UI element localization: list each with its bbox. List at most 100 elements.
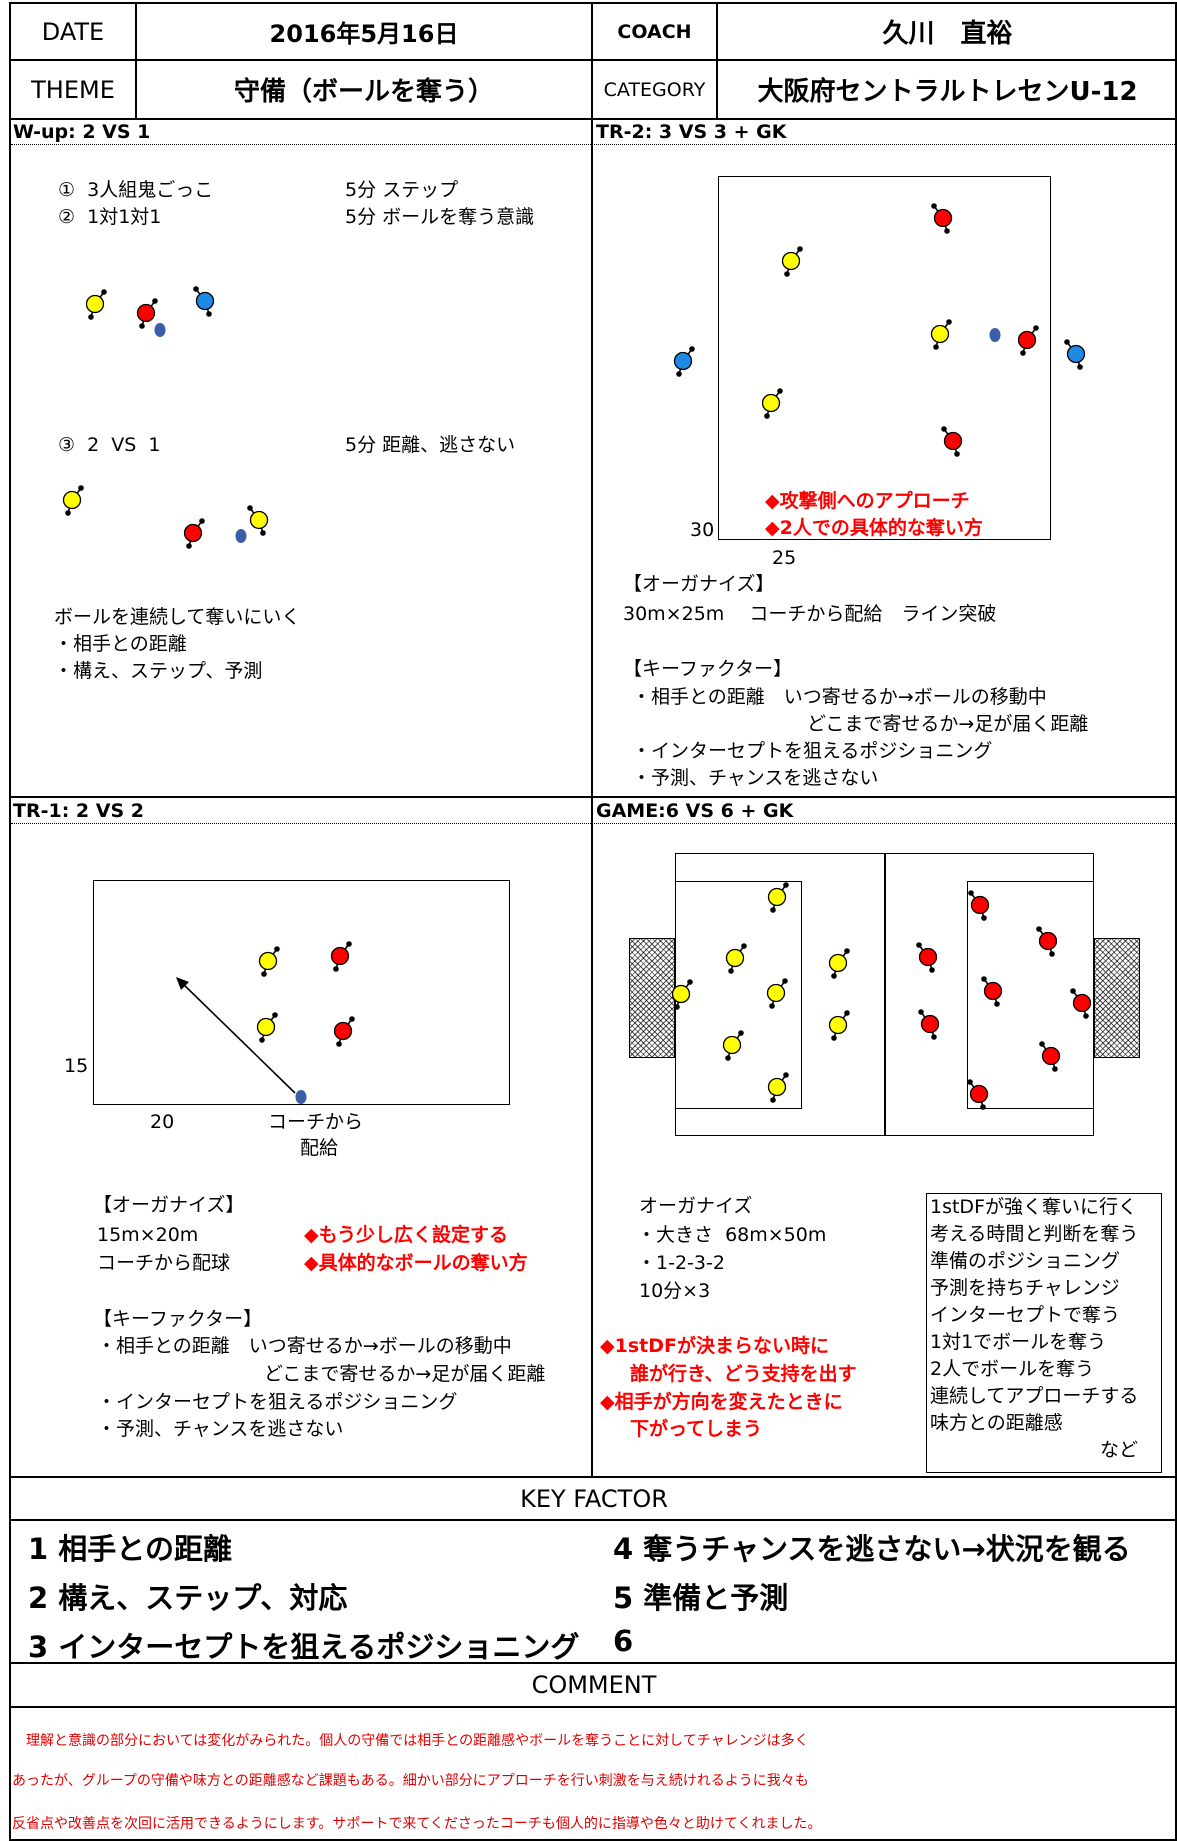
- tr2-title: TR-2: 3 VS 3 + GK: [596, 121, 787, 143]
- tr1-coach-label-1: コーチから: [268, 1111, 364, 1133]
- key-factor-item-2: 2 構え、ステップ、対応: [28, 1581, 348, 1615]
- game-red-1: [968, 890, 990, 921]
- coach-label: COACH: [617, 20, 692, 43]
- tr2-point-2: ◆2人での具体的な奪い方: [765, 517, 983, 539]
- tr2-field: [718, 176, 1051, 540]
- game-box-7: 2人でボールを奪う: [930, 1358, 1095, 1380]
- section-hline-kf2: [9, 1519, 1177, 1521]
- tr2-dim-h: 30: [690, 519, 715, 541]
- tr1-dim-w: 20: [150, 1111, 175, 1133]
- wup-line3-note: 5分 距離、逃さない: [345, 434, 516, 456]
- game-red-8: [967, 1079, 989, 1110]
- comment-title: COMMENT: [531, 1671, 657, 1699]
- game-box-4: 予測を持ちチャレンジ: [930, 1277, 1120, 1299]
- game-org-2: ・大きさ 68m×50m: [637, 1224, 827, 1246]
- wup3-ball: [235, 529, 247, 543]
- wup-player-yellow: [85, 289, 107, 320]
- tr2-key-1: ・相手との距離 いつ寄せるか→ボールの移動中: [632, 686, 1047, 708]
- game-yellow-6: [828, 1010, 850, 1041]
- tr1-org-1: 15m×20m: [97, 1224, 199, 1246]
- game-goal-right: [1094, 938, 1140, 1058]
- tr1-key-3: ・インターセプトを狙えるポジショニング: [97, 1391, 458, 1413]
- tr1-point-2: ◆具体的なボールの奪い方: [304, 1252, 528, 1274]
- game-red-4: [981, 976, 1003, 1007]
- tr2-org-text: 30m×25m コーチから配給 ライン突破: [623, 603, 997, 625]
- comment-line-3: 反省点や改善点を次回に活用できるようにします。サポートで来てくださったコーチも個…: [12, 1816, 822, 1832]
- game-point-2: 誰が行き、どう支持を出す: [630, 1363, 857, 1385]
- tr1-key-4: ・予測、チャンスを逃さない: [97, 1418, 344, 1440]
- category-label: CATEGORY: [603, 78, 706, 101]
- tr2-player-yellow-2: [930, 319, 952, 350]
- game-yellow-1: [767, 882, 789, 913]
- key-factor-item-6: 6: [613, 1624, 634, 1658]
- game-yellow-8: [767, 1072, 789, 1103]
- wup-player-blue: [193, 286, 215, 317]
- key-factor-item-5: 5 準備と予測: [613, 1581, 789, 1615]
- tr1-key-header: 【キーファクター】: [93, 1308, 263, 1330]
- game-org-3: ・1-2-3-2: [637, 1252, 725, 1274]
- wup3-player-yellow: [62, 485, 84, 516]
- game-yellow-2: [725, 943, 747, 974]
- wup-line2-note: 5分 ボールを奪う意識: [345, 206, 535, 228]
- game-point-4: 下がってしまう: [630, 1418, 763, 1440]
- wup-line1-note: 5分 ステップ: [345, 179, 459, 201]
- wup-note-1: ボールを連続して奪いにいく: [54, 606, 301, 628]
- game-halfway-line: [884, 853, 886, 1136]
- tr2-player-blue-2: [673, 346, 695, 377]
- wup-title: W-up: 2 VS 1: [13, 121, 151, 143]
- game-box-5: インターセプトで奪う: [930, 1304, 1121, 1326]
- tr1-field: [93, 880, 510, 1105]
- tr1-point-1: ◆もう少し広く設定する: [304, 1224, 509, 1246]
- game-box-9: 味方との距離感: [930, 1412, 1063, 1434]
- game-box-3: 準備のポジショニング: [930, 1250, 1121, 1272]
- game-box-6: 1対1でボールを奪う: [930, 1331, 1107, 1353]
- section-dotline-1: [11, 144, 1177, 145]
- tr1-player-yellow-1: [258, 946, 280, 977]
- game-box-10: など: [1100, 1439, 1139, 1461]
- tr2-player-red-2: [1017, 325, 1039, 356]
- wup3-player-yellow-2: [247, 505, 269, 536]
- tr1-pass-arrowhead: [176, 977, 189, 990]
- wup-note-2: ・相手との距離: [54, 633, 187, 655]
- header-hline-1: [9, 59, 1177, 61]
- tr1-player-red-2: [333, 1016, 355, 1047]
- tr2-key-2: どこまで寄せるか→足が届く距離: [807, 713, 1089, 735]
- key-factor-item-1: 1 相手との距離: [28, 1532, 232, 1566]
- game-yellow-5: [766, 978, 788, 1009]
- theme-value: 守備（ボールを奪う）: [233, 77, 494, 107]
- wup-player-red: [136, 298, 158, 329]
- comment-line-2: あったが、グループの守備や味方との距離感など課題もある。細かい部分にアプローチを…: [12, 1773, 809, 1789]
- game-title: GAME:6 VS 6 + GK: [596, 800, 794, 822]
- game-box-right: [967, 881, 1094, 1109]
- section-hline-kf: [9, 1476, 1177, 1478]
- tr2-player-blue-1: [1064, 339, 1086, 370]
- game-red-5: [1070, 988, 1092, 1019]
- coach-value: 久川 直裕: [882, 19, 1013, 49]
- key-factor-item-4: 4 奪うチャンスを逃さない→状況を観る: [613, 1532, 1131, 1566]
- wup-note-3: ・構え、ステップ、予測: [54, 660, 263, 682]
- tr2-dim-w: 25: [772, 547, 797, 569]
- tr2-key-3: ・インターセプトを狙えるポジショニング: [632, 740, 993, 762]
- game-red-2: [1036, 926, 1058, 957]
- date-label: DATE: [41, 17, 105, 46]
- section-hline-cm2: [9, 1706, 1177, 1708]
- tr1-coach-label-2: 配給: [300, 1137, 339, 1159]
- wup-ball: [154, 323, 166, 337]
- date-value: 2016年5月16日: [269, 20, 459, 48]
- tr2-key-header: 【キーファクター】: [623, 658, 793, 680]
- tr2-ball: [989, 328, 1001, 342]
- plan-frame: [9, 2, 1177, 1841]
- key-factor-item-3: 3 インターセプトを狙えるポジショニング: [28, 1630, 580, 1664]
- tr1-pass-arrow: [179, 980, 296, 1094]
- tr1-title: TR-1: 2 VS 2: [13, 800, 144, 822]
- tr1-org-2: コーチから配球: [97, 1252, 231, 1274]
- tr1-player-yellow-2: [256, 1012, 278, 1043]
- tr1-ball: [295, 1090, 307, 1104]
- comment-line-1: 理解と意識の部分においては変化がみられた。個人の守備では相手との距離感やボールを…: [26, 1733, 809, 1749]
- game-box-2: 考える時間と判断を奪う: [930, 1223, 1139, 1245]
- game-goal-left: [629, 938, 675, 1058]
- mid-vline: [591, 120, 593, 1478]
- header-hline-2: [9, 118, 1177, 120]
- section-hline-mid: [11, 796, 1177, 798]
- game-red-7: [1039, 1041, 1061, 1072]
